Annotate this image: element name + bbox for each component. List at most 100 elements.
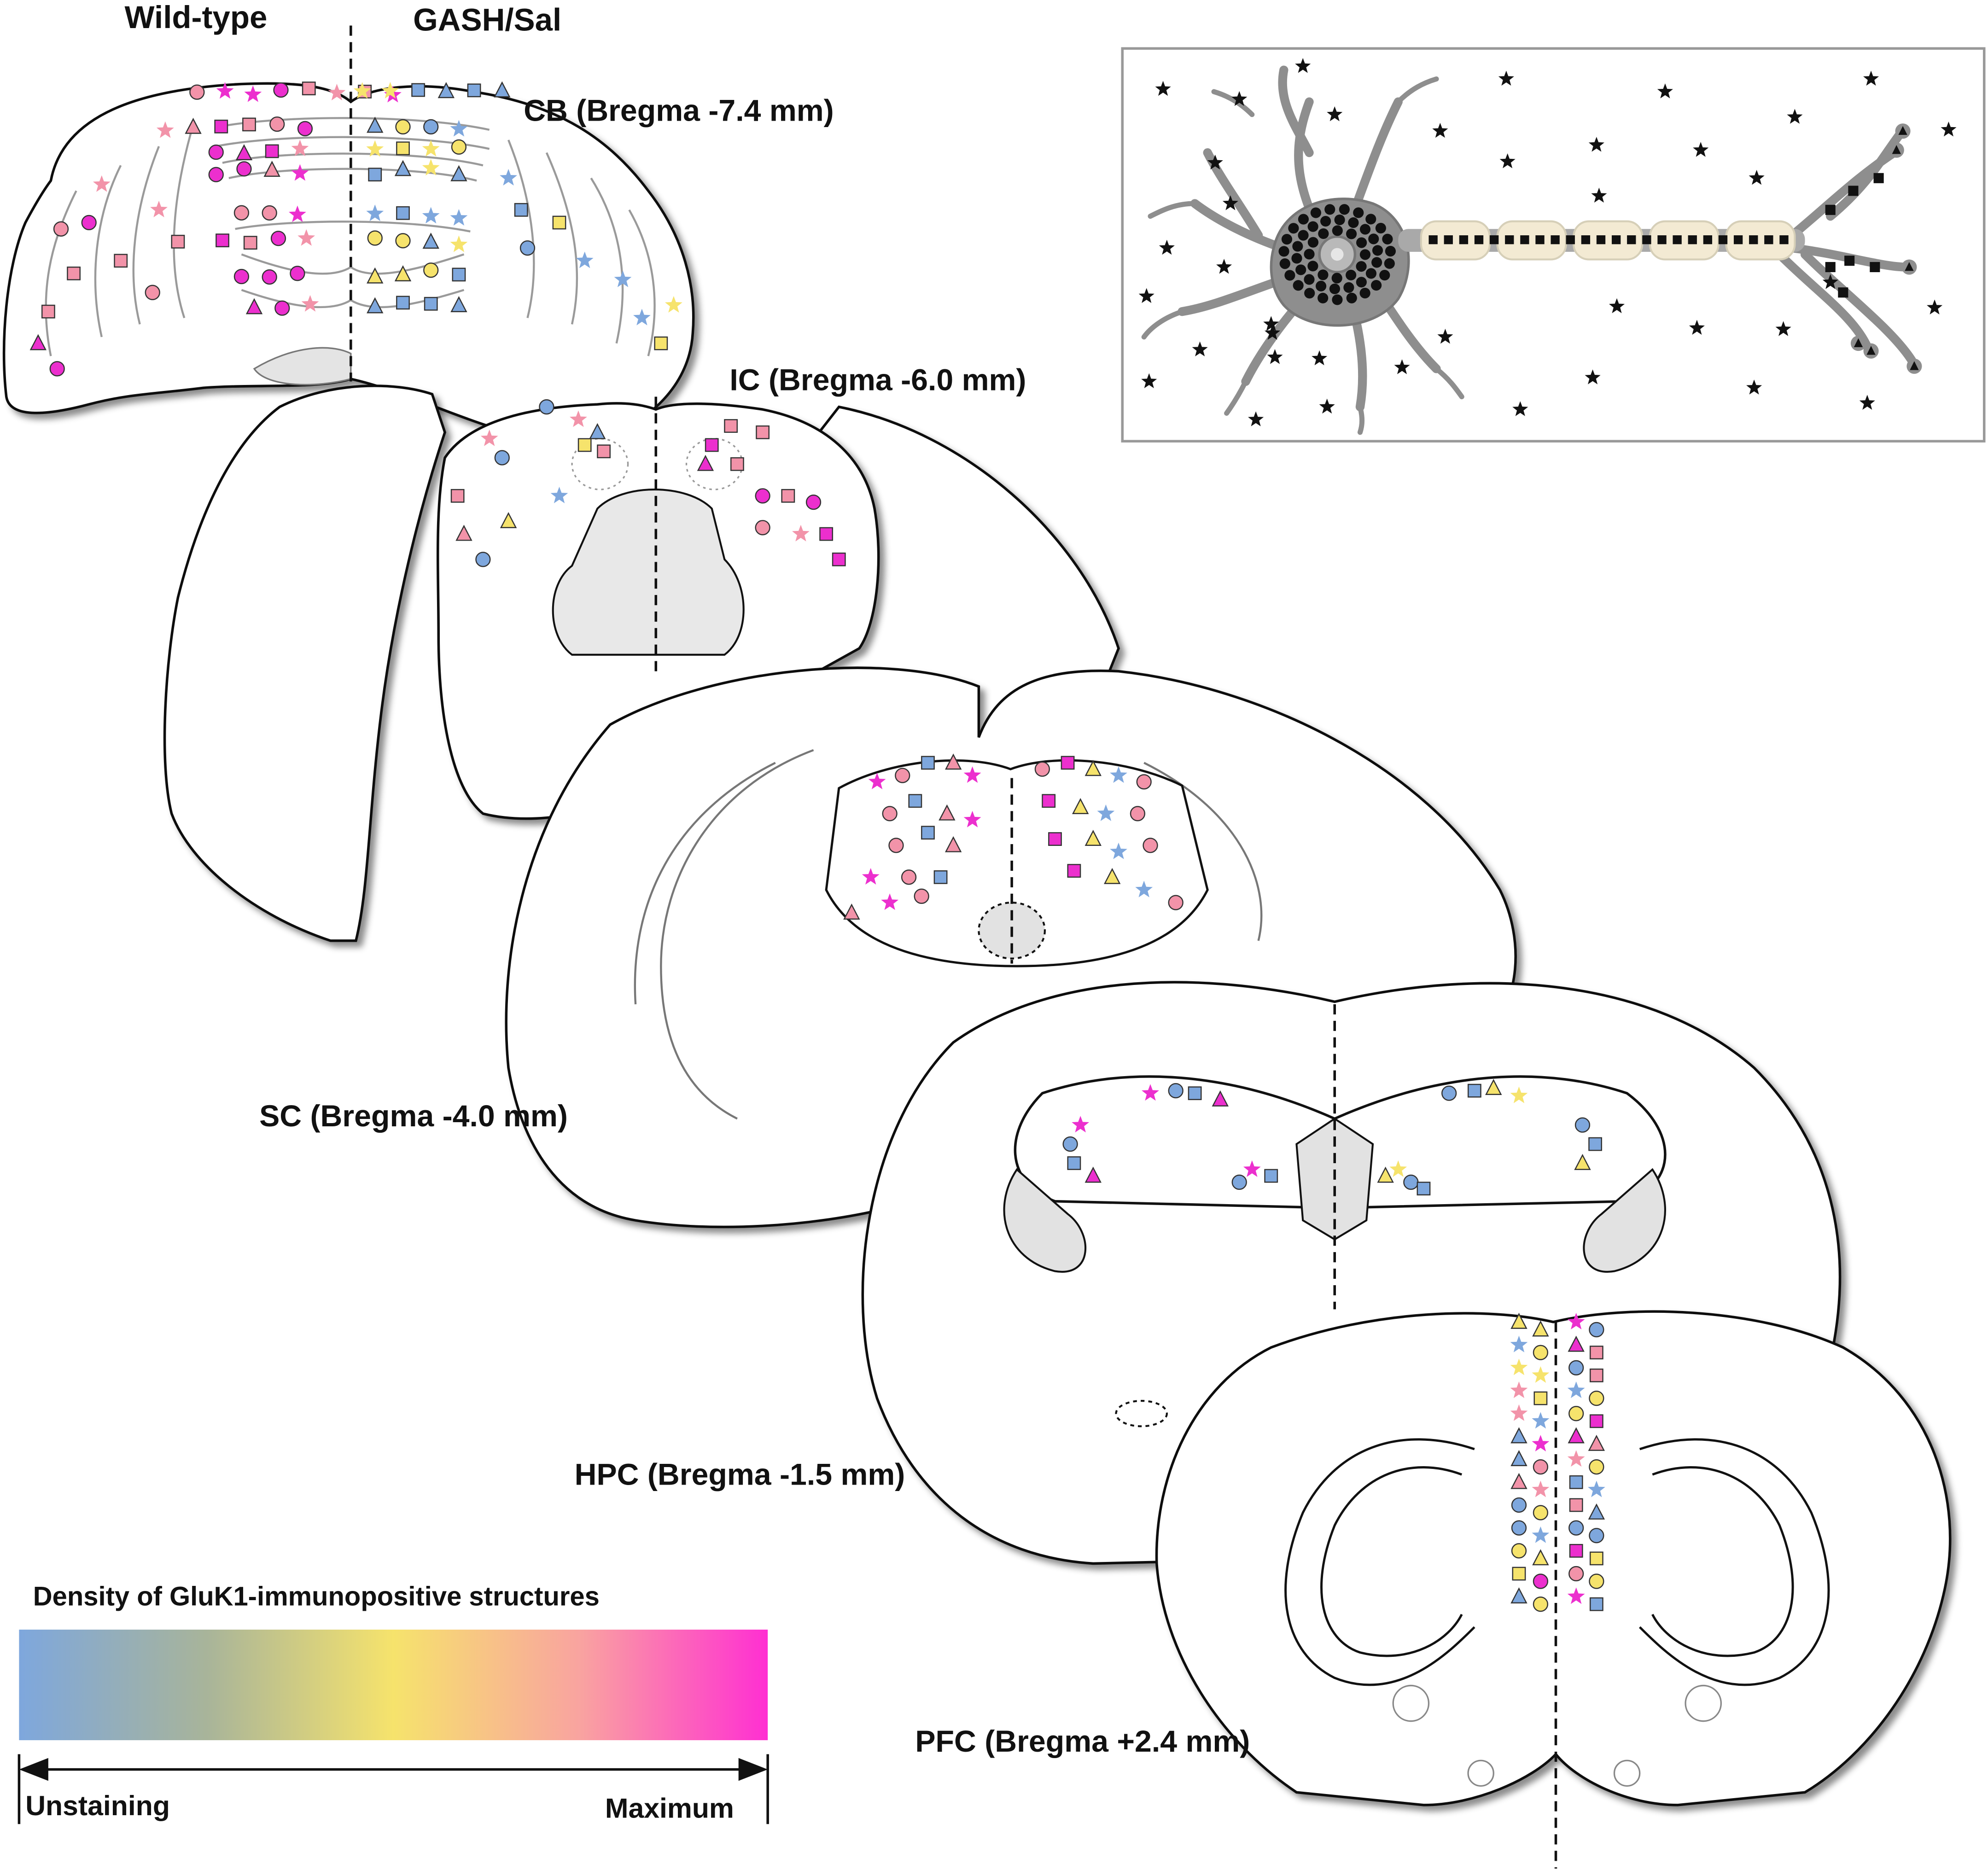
- circle-marker: [1589, 1573, 1604, 1589]
- circle-marker: [1441, 1085, 1457, 1101]
- square-marker: [1067, 1156, 1081, 1170]
- triangle-marker: [1574, 1153, 1591, 1170]
- triangle-marker: [1084, 1166, 1102, 1183]
- circle-marker: [1168, 1083, 1183, 1099]
- star-marker: [93, 175, 111, 192]
- circle-marker: [274, 300, 290, 316]
- receptor-dot: [1365, 214, 1376, 225]
- triangle-marker: [1485, 1079, 1502, 1095]
- receptor-dot: [1318, 228, 1329, 239]
- circle-marker: [1533, 1573, 1549, 1589]
- circle-marker: [270, 231, 286, 246]
- circle-marker: [1533, 1505, 1549, 1520]
- circle-marker: [1568, 1360, 1584, 1376]
- pfc-white-matter: [1284, 1438, 1830, 1686]
- black-star-icon: [1248, 411, 1264, 426]
- receptor-dot: [1320, 216, 1331, 227]
- star-marker: [291, 140, 309, 157]
- square-marker: [452, 268, 466, 282]
- triangle-marker: [1532, 1320, 1549, 1337]
- black-star-icon: [1499, 153, 1516, 169]
- star-marker: [150, 200, 168, 217]
- black-square-icon: [1520, 235, 1529, 245]
- square-marker: [781, 489, 795, 503]
- legend-max-label: Maximum: [605, 1792, 734, 1823]
- square-marker: [1589, 1346, 1603, 1360]
- star-marker: [1567, 1587, 1585, 1604]
- triangle-marker: [1568, 1335, 1585, 1352]
- circle-marker: [395, 233, 411, 249]
- legend-title: Density of GluK1-immunopositive structur…: [33, 1582, 600, 1612]
- black-square-icon: [1825, 262, 1836, 273]
- black-star-icon: [1927, 299, 1943, 315]
- star-marker: [1072, 1116, 1090, 1133]
- triangle-marker: [1510, 1587, 1527, 1604]
- square-marker: [1569, 1498, 1583, 1512]
- star-marker: [450, 209, 468, 226]
- square-marker: [921, 826, 935, 840]
- triangle-marker: [1084, 760, 1102, 776]
- square-marker: [1589, 1414, 1603, 1428]
- receptor-dot: [1295, 264, 1306, 275]
- circle-marker: [273, 82, 289, 98]
- square-marker: [265, 144, 279, 158]
- black-star-icon: [1192, 341, 1208, 356]
- receptor-dot: [1288, 223, 1299, 234]
- star-marker: [500, 169, 517, 186]
- black-star-icon: [1295, 58, 1311, 73]
- star-marker: [881, 893, 899, 910]
- triangle-marker: [450, 296, 467, 312]
- circle-marker: [755, 520, 770, 536]
- hpc-small-structure: [1115, 1400, 1168, 1427]
- circle-marker: [1568, 1406, 1584, 1421]
- star-marker: [1510, 1404, 1528, 1421]
- circle-marker: [895, 768, 910, 783]
- receptor-dot: [1359, 287, 1370, 299]
- receptor-dot: [1359, 224, 1371, 235]
- circle-marker: [269, 116, 285, 132]
- circle-marker: [423, 262, 439, 278]
- star-marker: [291, 164, 309, 181]
- circle-marker: [494, 450, 510, 466]
- receptor-dot: [1304, 274, 1315, 285]
- black-triangle-icon: [1866, 346, 1876, 355]
- circle-marker: [914, 888, 929, 904]
- pfc-section-label: PFC (Bregma +2.4 mm): [915, 1724, 1250, 1759]
- square-marker: [819, 527, 834, 541]
- receptor-dot: [1371, 257, 1382, 268]
- star-marker: [1567, 1313, 1585, 1330]
- square-marker: [1061, 756, 1075, 770]
- circle-marker: [53, 221, 69, 237]
- circle-marker: [1533, 1459, 1549, 1475]
- black-star-icon: [1689, 320, 1705, 335]
- circle-marker: [1533, 1345, 1549, 1360]
- star-marker: [381, 82, 399, 99]
- square-marker: [67, 266, 81, 280]
- black-square-icon: [1535, 235, 1545, 245]
- triangle-marker: [1588, 1434, 1605, 1451]
- square-marker: [424, 297, 438, 311]
- black-star-icon: [1822, 274, 1838, 289]
- circle-marker: [297, 121, 313, 137]
- circle-marker: [290, 266, 305, 281]
- ic-large-slice: [163, 384, 446, 942]
- star-marker: [366, 204, 384, 221]
- black-square-icon: [1703, 235, 1713, 245]
- receptor-dot: [1353, 207, 1364, 218]
- black-star-icon: [1787, 109, 1803, 124]
- square-marker: [396, 206, 410, 220]
- triangle-marker: [367, 297, 384, 314]
- black-star-icon: [1394, 359, 1410, 374]
- neuron-inset: [1121, 47, 1986, 443]
- star-marker: [1532, 1435, 1550, 1452]
- receptor-dot: [1371, 280, 1382, 291]
- black-star-icon: [1207, 154, 1223, 170]
- black-star-icon: [1498, 70, 1514, 86]
- receptor-dot: [1339, 204, 1350, 215]
- black-square-icon: [1611, 235, 1621, 245]
- black-star-icon: [1775, 321, 1791, 336]
- square-marker: [1042, 794, 1056, 808]
- star-marker: [665, 296, 682, 313]
- receptor-dot: [1298, 230, 1309, 241]
- triangle-marker: [939, 804, 956, 821]
